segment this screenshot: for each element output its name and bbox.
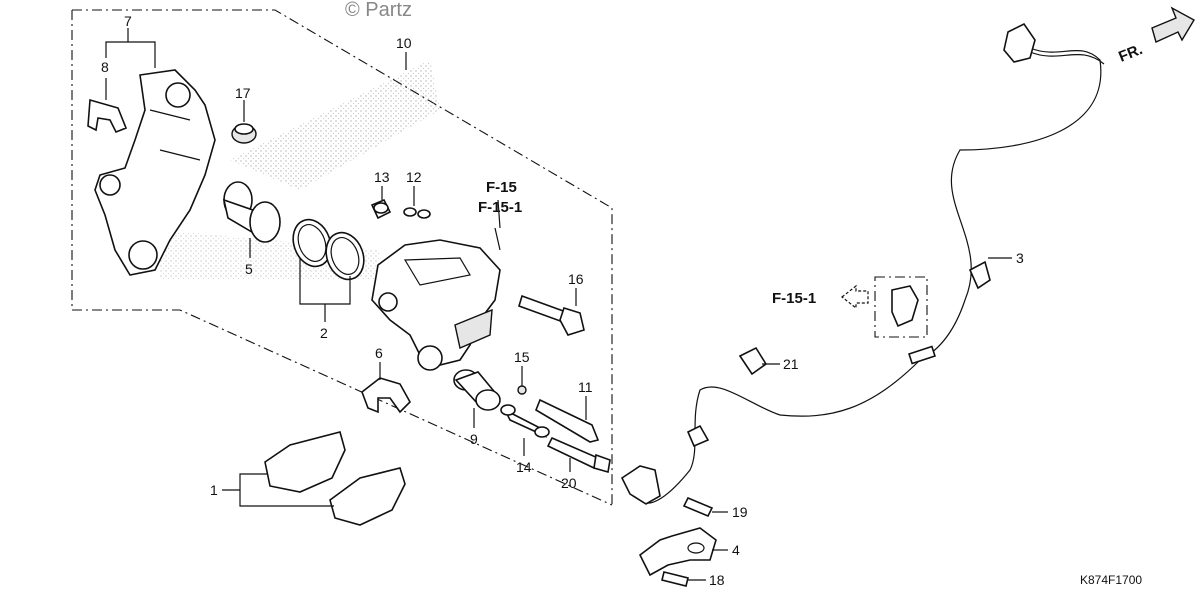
wheel-speed-sensor-cable xyxy=(639,22,1105,504)
part-label-8: 8 xyxy=(101,59,109,75)
seal-washer xyxy=(403,207,431,219)
reference-main-line1: F-15 xyxy=(486,179,517,196)
wheel-speed-sensor xyxy=(620,465,714,518)
part-label-7: 7 xyxy=(124,13,132,29)
part-labels: 7 8 10 17 13 12 5 2 16 6 15 11 9 14 20 1… xyxy=(101,13,1024,588)
bolt-18 xyxy=(661,571,689,587)
part-label-17: 17 xyxy=(235,85,251,101)
part-label-10: 10 xyxy=(396,35,412,51)
pin-boot xyxy=(453,369,501,411)
part-label-3: 3 xyxy=(1016,250,1024,266)
brake-pads xyxy=(264,431,406,526)
part-label-9: 9 xyxy=(470,431,478,447)
caliper-bracket xyxy=(94,69,216,276)
caliper-body xyxy=(371,227,501,371)
clamp xyxy=(738,346,768,376)
part-label-21: 21 xyxy=(783,356,799,372)
caliper-spring xyxy=(361,377,411,414)
pad-spring xyxy=(87,98,128,134)
part-label-14: 14 xyxy=(516,459,532,475)
part-label-5: 5 xyxy=(245,261,253,277)
pin-bolt xyxy=(518,294,585,336)
part-label-20: 20 xyxy=(561,475,577,491)
grease-area xyxy=(160,60,440,280)
front-direction-arrow xyxy=(1151,6,1195,43)
part-label-16: 16 xyxy=(568,271,584,287)
part-label-6: 6 xyxy=(375,345,383,361)
direction-label: FR. xyxy=(1116,41,1145,66)
bleeder-ball xyxy=(517,385,527,395)
slide-pin xyxy=(535,398,600,443)
part-label-15: 15 xyxy=(514,349,530,365)
reference-clamp-box xyxy=(874,276,928,338)
part-label-13: 13 xyxy=(374,169,390,185)
reference-arrow xyxy=(841,284,869,310)
piston-seals xyxy=(292,218,365,281)
sleeve xyxy=(500,404,550,438)
part-label-4: 4 xyxy=(732,542,740,558)
diagram-code: K874F1700 xyxy=(1080,573,1142,587)
part-label-18: 18 xyxy=(709,572,725,588)
bleeder-cap xyxy=(231,123,257,144)
watermark-text: © Partz xyxy=(345,0,412,21)
part-label-1: 1 xyxy=(210,482,218,498)
leader-lines xyxy=(105,28,1012,581)
part-label-2: 2 xyxy=(320,325,328,341)
bleeder-screw xyxy=(370,198,392,220)
reference-main-line2: F-15-1 xyxy=(478,199,522,216)
pin-bolt-20 xyxy=(546,436,611,474)
part-label-12: 12 xyxy=(406,169,422,185)
part-label-19: 19 xyxy=(732,504,748,520)
sensor-bracket xyxy=(638,527,717,577)
piston xyxy=(222,181,281,243)
part-label-11: 11 xyxy=(578,379,593,395)
reference-side: F-15-1 xyxy=(772,290,816,307)
